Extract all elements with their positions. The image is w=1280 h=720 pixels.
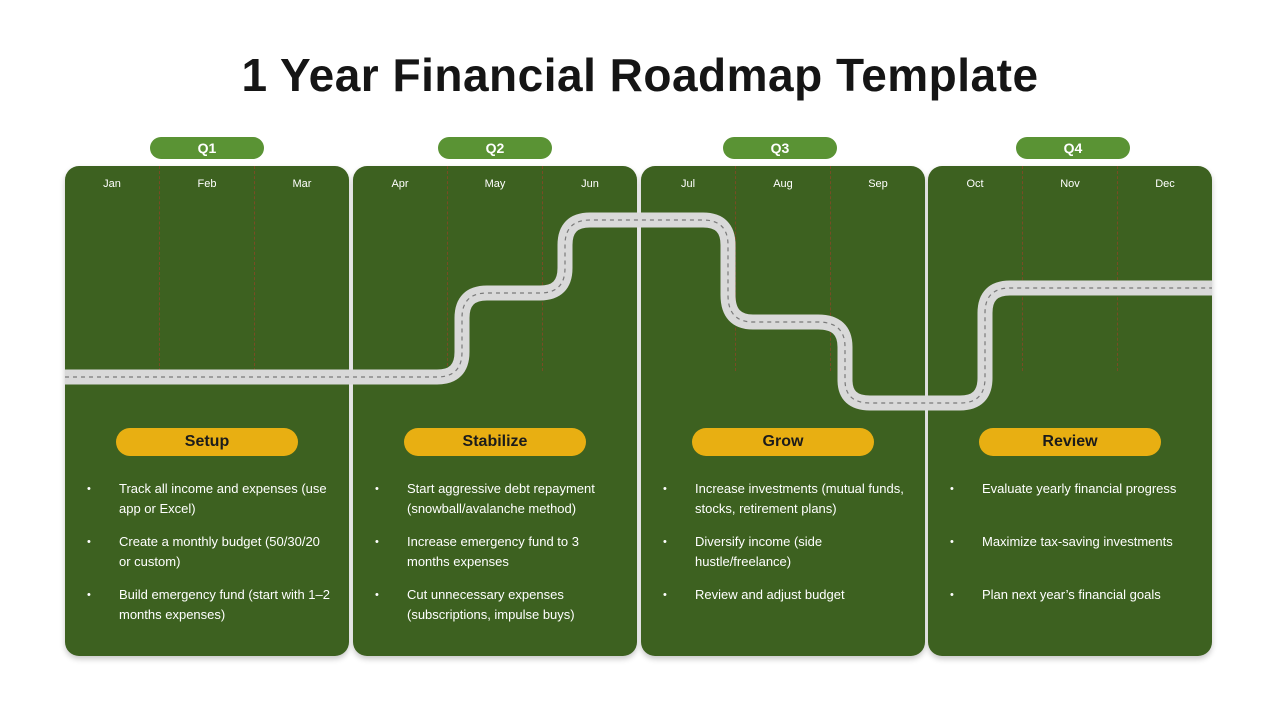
quarter-panel-q3: Jul Aug Sep Grow Increase investments (m…: [641, 166, 925, 656]
month-aug: Aug: [735, 166, 830, 371]
phase-badge-setup: Setup: [116, 428, 298, 456]
month-jun: Jun: [542, 166, 637, 371]
quarter-pill-q2: Q2: [438, 137, 552, 159]
task-item: Diversify income (side hustle/freelance): [663, 532, 908, 572]
month-jul: Jul: [680, 178, 696, 190]
month-sep: Sep: [830, 166, 925, 371]
task-list: Start aggressive debt repayment (snowbal…: [375, 479, 620, 638]
task-item: Track all income and expenses (use app o…: [87, 479, 332, 519]
month-row: Jul Aug Sep: [641, 166, 925, 371]
month-row: Jan Feb Mar: [65, 166, 349, 371]
month-dec: Dec: [1117, 166, 1212, 371]
month-oct: Oct: [966, 178, 984, 190]
task-list: Evaluate yearly financial progress Maxim…: [950, 479, 1195, 638]
quarter-pill-q4: Q4: [1016, 137, 1130, 159]
task-item: Create a monthly budget (50/30/20 or cus…: [87, 532, 332, 572]
month-feb: Feb: [159, 166, 254, 371]
task-item: Start aggressive debt repayment (snowbal…: [375, 479, 620, 519]
quarter-pill-q1: Q1: [150, 137, 264, 159]
quarter-panel-q4: Oct Nov Dec Review Evaluate yearly finan…: [928, 166, 1212, 656]
month-row: Apr May Jun: [353, 166, 637, 371]
quarter-panel-q1: Jan Feb Mar Setup Track all income and e…: [65, 166, 349, 656]
task-item: Increase investments (mutual funds, stoc…: [663, 479, 908, 519]
phase-badge-stabilize: Stabilize: [404, 428, 586, 456]
task-item: Evaluate yearly financial progress: [950, 479, 1195, 519]
task-item: Maximize tax-saving investments: [950, 532, 1195, 572]
task-item: Cut unnecessary expenses (subscriptions,…: [375, 585, 620, 625]
quarter-pill-q3: Q3: [723, 137, 837, 159]
month-jan: Jan: [103, 178, 121, 190]
quarter-panel-q2: Apr May Jun Stabilize Start aggressive d…: [353, 166, 637, 656]
month-row: Oct Nov Dec: [928, 166, 1212, 371]
phase-badge-review: Review: [979, 428, 1161, 456]
task-list: Track all income and expenses (use app o…: [87, 479, 332, 638]
month-nov: Nov: [1022, 166, 1117, 371]
page-title: 1 Year Financial Roadmap Template: [241, 49, 1039, 101]
phase-badge-grow: Grow: [692, 428, 874, 456]
task-item: Plan next year’s financial goals: [950, 585, 1195, 625]
task-item: Review and adjust budget: [663, 585, 908, 625]
task-item: Increase emergency fund to 3 months expe…: [375, 532, 620, 572]
month-mar: Mar: [254, 166, 349, 371]
month-apr: Apr: [391, 178, 409, 190]
month-may: May: [447, 166, 542, 371]
task-list: Increase investments (mutual funds, stoc…: [663, 479, 908, 638]
task-item: Build emergency fund (start with 1–2 mon…: [87, 585, 332, 625]
